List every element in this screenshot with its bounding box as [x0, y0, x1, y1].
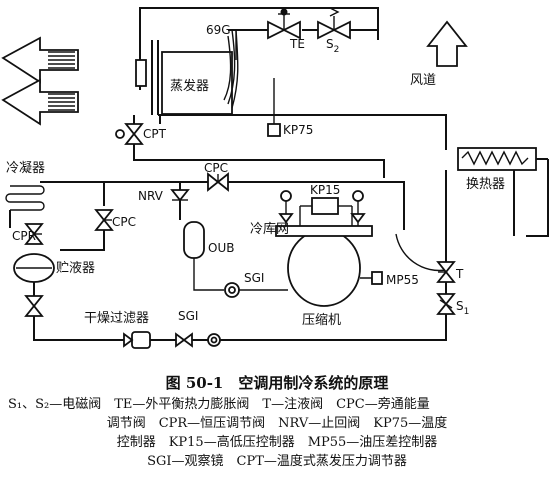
cpc-left-valve [60, 209, 114, 251]
compressor-unit [275, 225, 383, 307]
label-cpc-left: CPC [112, 215, 136, 229]
label-cpc-top: CPC [204, 161, 228, 175]
te-expansion-valve [267, 8, 301, 40]
evaporator-unit [135, 29, 239, 115]
legend-line-4: SGI—观察镜 CPT—温度式蒸发压力调节器 [147, 454, 407, 469]
condenser-coil [5, 181, 180, 228]
air-duct-arrows [1, 20, 468, 126]
label-oub: OUB [208, 241, 234, 255]
legend-line-3: 控制器 KP15—高低压控制器 MP55—油压差控制器 [116, 435, 438, 450]
label-sgi-middle: SGI [244, 271, 264, 285]
label-heat-exchanger: 换热器 [466, 177, 505, 192]
watermark-text: 冷库网 [250, 221, 289, 237]
legend-line-1: S₁、S₂—电磁阀 TE—外平衡热力膨胀阀 T—注液阀 CPC—旁通能量 [8, 397, 430, 412]
label-evaporator: 蒸发器 [170, 78, 209, 94]
label-nrv: NRV [138, 189, 164, 203]
kp15-pressure-controller [278, 190, 366, 232]
cpc-top-valve [180, 172, 405, 230]
legend-line-2: 调节阀 CPR—恒压调节阀 NRV—止回阀 KP75—温度 [106, 416, 448, 431]
label-kp15: KP15 [310, 183, 340, 197]
label-te: TE [289, 37, 305, 51]
label-kp75: KP75 [283, 123, 313, 137]
label-filter-dryer: 干燥过滤器 [84, 311, 149, 326]
label-receiver: 贮液器 [56, 261, 95, 276]
suction-line [158, 114, 447, 150]
sgi-sight-glass-middle [224, 282, 288, 298]
label-cpt: CPT [143, 127, 167, 141]
label-mp55: MP55 [386, 273, 419, 287]
label-air-duct: 风道 [410, 73, 436, 88]
label-compressor: 压缩机 [302, 312, 341, 328]
label-cpr: CPR [12, 229, 36, 243]
t-and-s1-valves [340, 233, 456, 341]
cpt-pressure-regulator [115, 115, 385, 178]
s2-solenoid-valve [317, 7, 351, 40]
label-s1: S1 [456, 299, 469, 317]
label-69g: 69G [206, 23, 231, 37]
label-condenser: 冷凝器 [6, 160, 45, 176]
kp75-thermostat [267, 78, 281, 137]
liquid-receiver [13, 253, 120, 341]
figure-caption: 图 50-1 空调用制冷系统的原理 S₁、S₂—电磁阀 TE—外平衡热力膨胀阀 … [0, 372, 554, 471]
figure-title: 图 50-1 空调用制冷系统的原理 [165, 374, 389, 392]
nrv-check-valve [170, 182, 190, 220]
cpr-valve [24, 223, 44, 245]
heat-exchanger-unit [445, 147, 549, 260]
refrigeration-schematic: 冷库网 69G TE S2 蒸发器 风道 CPT KP75 换热器 冷凝器 NR… [1, 7, 549, 349]
oub-oil-separator [183, 221, 224, 291]
label-sgi-bottom: SGI [178, 309, 198, 323]
label-s2: S2 [326, 37, 339, 55]
filter-dryer-line [120, 331, 340, 349]
label-t: T [455, 267, 464, 281]
